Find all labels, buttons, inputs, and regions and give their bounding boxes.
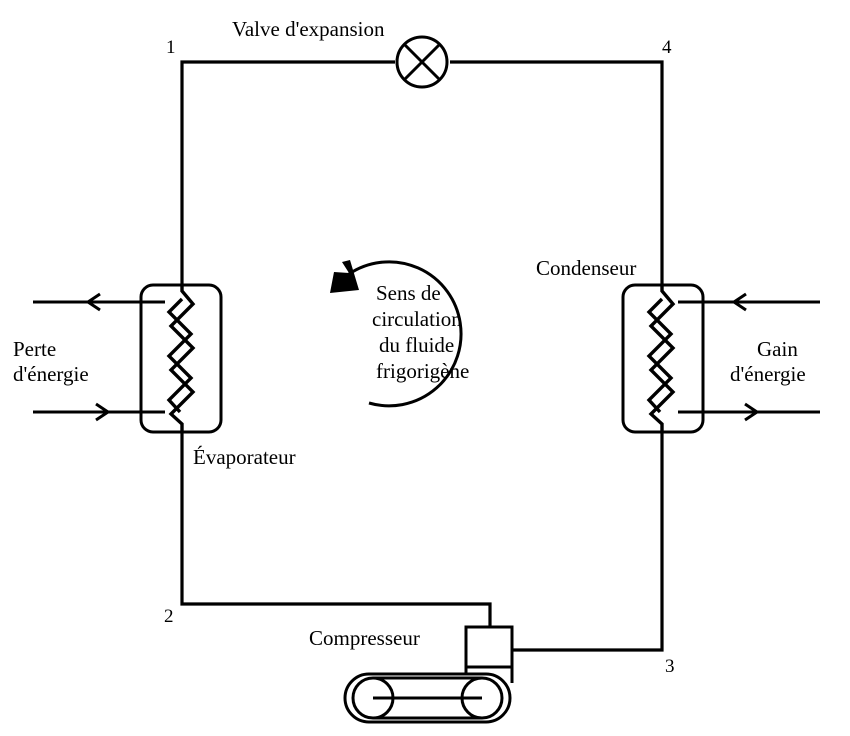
flow-direction-label-line-4: frigorigène [376, 359, 469, 383]
condenser-icon [621, 283, 705, 434]
pipe-left-lower [180, 430, 492, 627]
compressor-label: Compresseur [309, 626, 420, 650]
energy-gain-arrows [678, 292, 820, 422]
condenser-label: Condenseur [536, 256, 636, 280]
evaporator-icon [139, 283, 223, 434]
flow-direction-label-line-3: du fluide [379, 333, 454, 357]
energy-loss-label-line-1: Perte [13, 337, 56, 361]
point-4-label: 4 [662, 37, 672, 58]
pipe-right-lower [512, 430, 664, 652]
energy-gain-label-line-2: d'énergie [730, 362, 806, 386]
flow-direction-label-line-1: Sens de [376, 281, 441, 305]
point-2-label: 2 [164, 606, 174, 627]
flow-direction-arrow [330, 260, 463, 408]
flow-direction-label-line-2: circulation [372, 307, 462, 331]
energy-loss-arrows [33, 292, 165, 422]
expansion-valve-icon [395, 35, 449, 89]
pipe-top-right [450, 60, 664, 288]
energy-loss-label-line-2: d'énergie [13, 362, 89, 386]
compressor-icon [343, 625, 514, 724]
evaporator-label: Évaporateur [193, 445, 296, 469]
expansion-valve-label: Valve d'expansion [232, 17, 385, 41]
point-3-label: 3 [665, 656, 675, 677]
energy-gain-label-line-1: Gain [757, 337, 798, 361]
point-1-label: 1 [166, 37, 176, 58]
pipe-top-left [180, 60, 395, 288]
